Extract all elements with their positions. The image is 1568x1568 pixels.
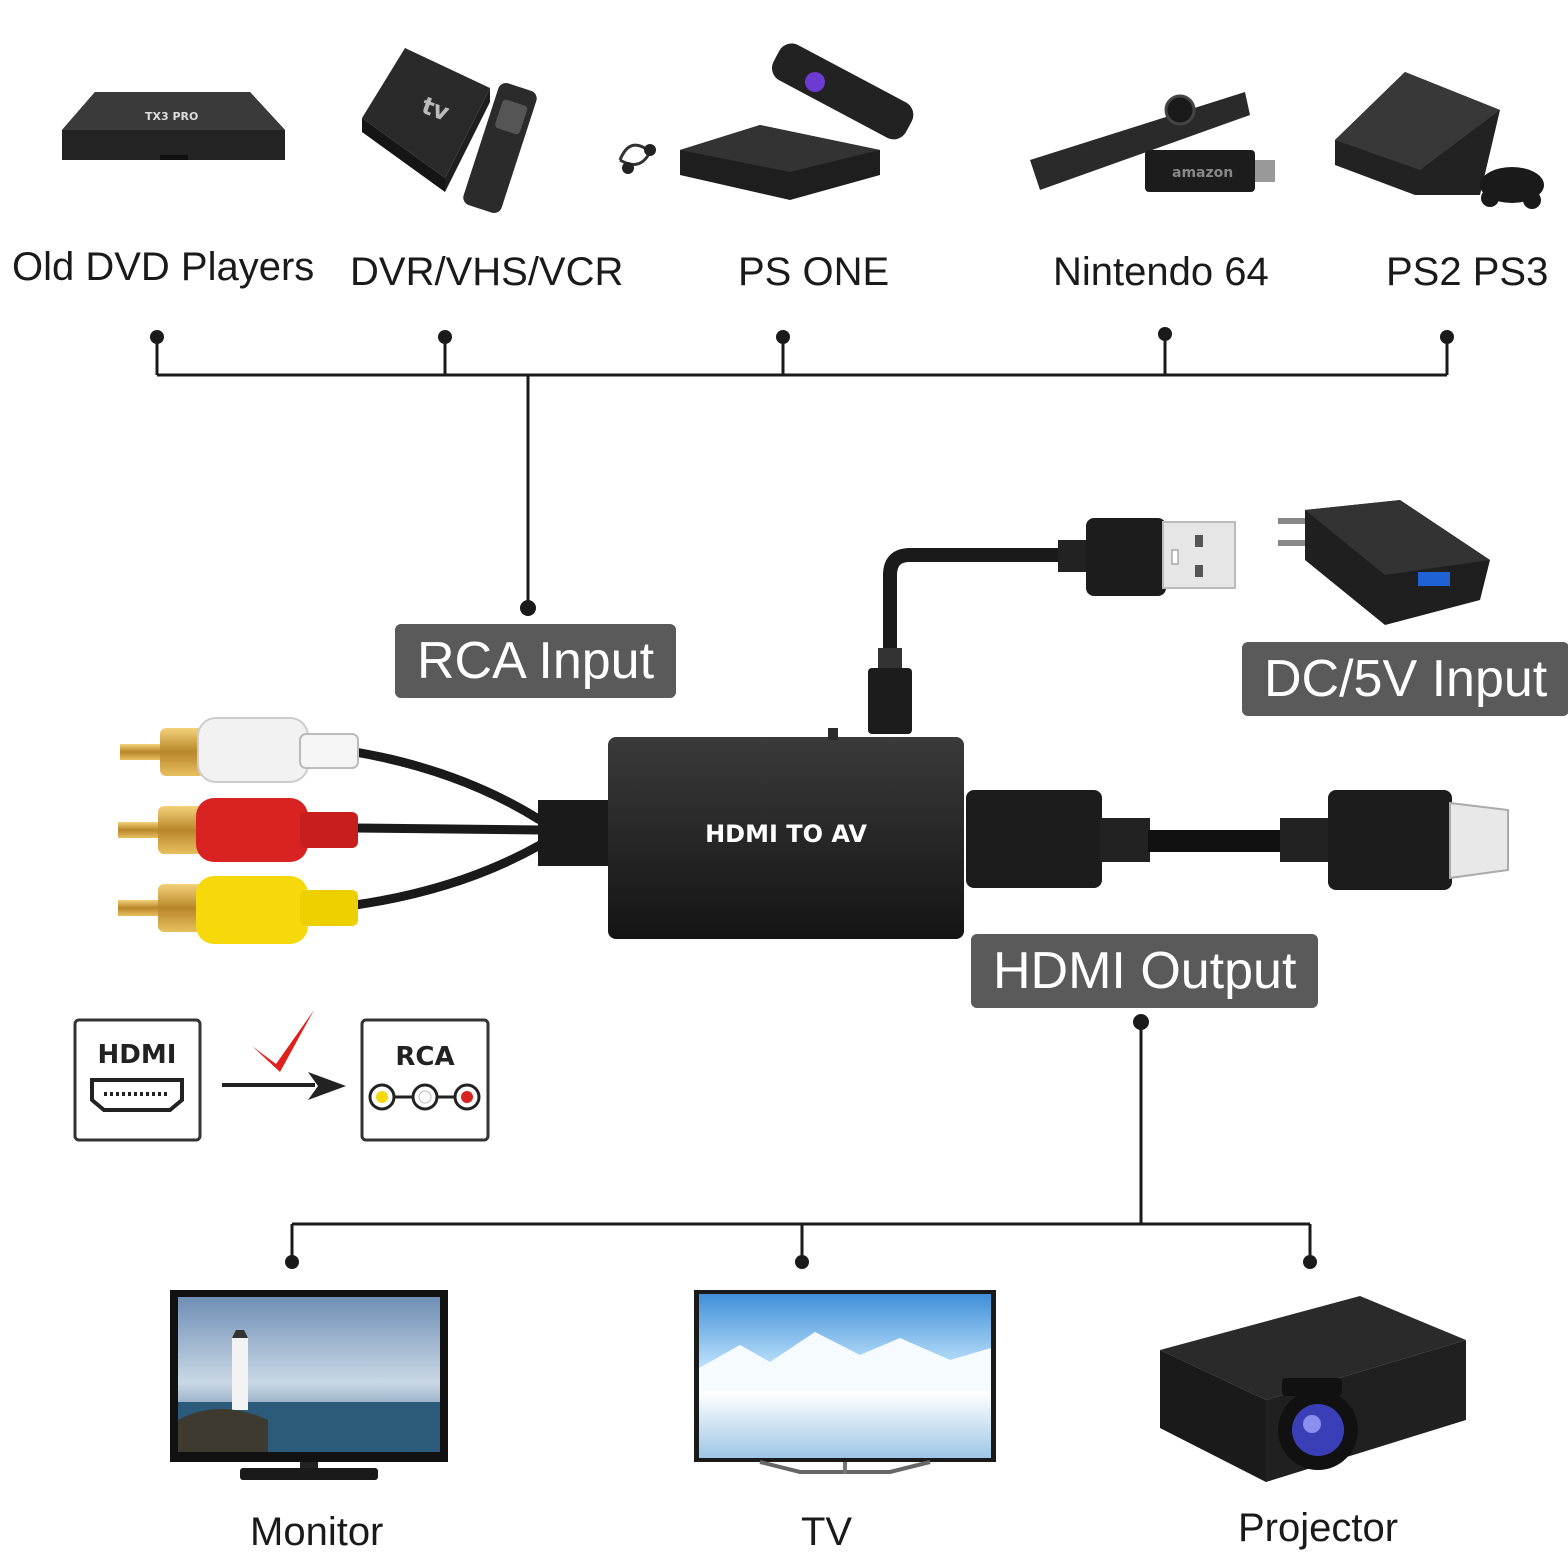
source-label-ps-one: PS ONE (738, 250, 890, 294)
source-connector-lines (155, 334, 1449, 608)
tv-image (694, 1290, 996, 1474)
apple-remote-image (463, 83, 537, 213)
output-label-tv: TV (801, 1510, 853, 1554)
output-connector-dots (285, 1014, 1317, 1269)
usb-power-cable (868, 518, 1236, 734)
hdmi-output-tag: HDMI Output (971, 934, 1319, 1008)
checkmark-icon (252, 1010, 314, 1072)
rca-cables (354, 747, 543, 910)
source-label-nintendo-64: Nintendo 64 (1053, 250, 1269, 294)
conversion-icon: HDMI RCA (73, 1010, 490, 1142)
source-label-ps2-ps3: PS2 PS3 (1386, 250, 1549, 294)
hdmi-port-icon (90, 1078, 184, 1112)
rca-icon-label: RCA (395, 1042, 454, 1072)
source-label-old-dvd-players: Old DVD Players (12, 245, 315, 289)
converter-label: HDMI TO AV (705, 820, 867, 848)
playstation-console-image (1335, 72, 1544, 209)
hdmi-cable (966, 790, 1509, 890)
hdmi-icon-label: HDMI (98, 1040, 177, 1070)
tv-box-brand: TX3 PRO (145, 110, 198, 123)
source-connector-dots (150, 327, 1454, 616)
fire-tv-stick-image: amazon (1030, 92, 1275, 192)
controller-image (1480, 167, 1544, 209)
rca-icon-box (360, 1018, 490, 1142)
rca-plug-yellow (118, 876, 358, 944)
dc-input-tag: DC/5V Input (1242, 642, 1568, 716)
fire-stick-brand: amazon (1172, 165, 1233, 181)
output-connector-lines (290, 1022, 1312, 1262)
tv-box-image: TX3 PRO (62, 92, 285, 160)
output-label-projector: Projector (1238, 1506, 1399, 1550)
rca-plug-white (120, 717, 359, 783)
monitor-image (170, 1290, 448, 1480)
output-label-monitor: Monitor (250, 1510, 384, 1554)
projector-image (1160, 1296, 1466, 1482)
wall-adapter-image (1278, 500, 1490, 625)
source-label-dvr-vhs-vcr: DVR/VHS/VCR (350, 250, 624, 294)
rca-input-tag: RCA Input (395, 624, 677, 698)
rca-plug-red (118, 798, 358, 862)
apple-tv-image: tv (362, 48, 537, 213)
roku-player-image (618, 43, 914, 200)
converter-box: HDMI TO AV (538, 728, 964, 939)
